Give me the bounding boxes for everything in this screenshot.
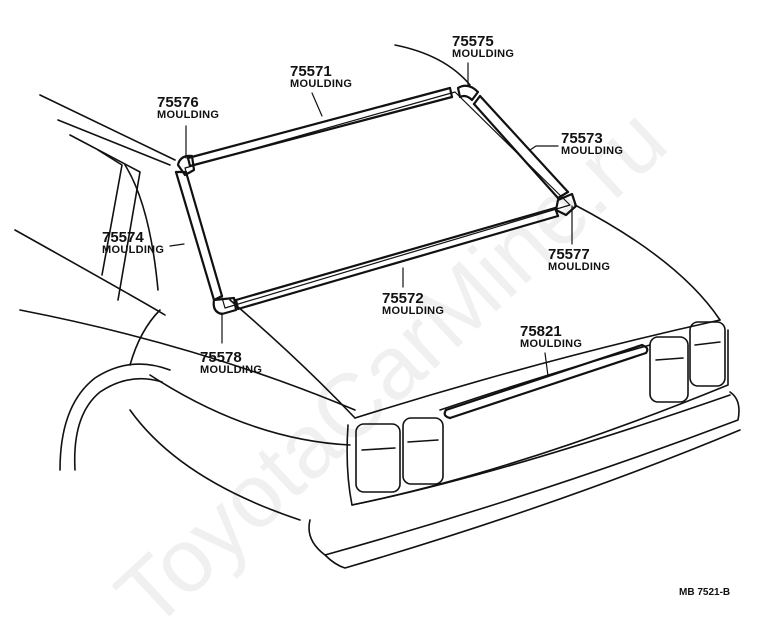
part-number: 75572 (382, 290, 424, 307)
rear-quarter (129, 309, 161, 366)
label-75578: 75578 MOULDING (200, 350, 262, 376)
c-pillar-inner (97, 149, 123, 276)
moulding-75577 (554, 192, 578, 217)
left-tail-lamp-inner (402, 417, 444, 485)
moulding-75575 (456, 84, 480, 102)
part-name: MOULDING (382, 305, 445, 317)
label-75576: 75576 MOULDING (157, 95, 219, 121)
part-number: 75576 (157, 94, 199, 111)
body-side-upper (19, 309, 356, 411)
label-75575: 75575 MOULDING (452, 34, 514, 60)
roof-line-3 (394, 44, 471, 86)
moulding-75578 (212, 296, 238, 316)
right-tail-lamp-inner (689, 321, 726, 387)
part-name: MOULDING (157, 109, 220, 121)
part-name: MOULDING (452, 48, 515, 60)
door-line (14, 229, 166, 316)
part-name: MOULDING (200, 364, 263, 376)
rear-window-glass (184, 91, 571, 309)
part-number: 75573 (561, 130, 603, 147)
part-number: 75577 (548, 246, 590, 263)
part-number: 75821 (520, 323, 562, 340)
part-name: MOULDING (548, 261, 611, 273)
part-name: MOULDING (561, 145, 624, 157)
lower-body (129, 409, 301, 521)
label-75577: 75577 MOULDING (548, 247, 610, 273)
moulding-75574 (174, 170, 224, 302)
moulding-75571 (186, 86, 454, 168)
drawing-code: MB 7521-B (679, 587, 731, 598)
bumper-lower (324, 429, 741, 569)
part-number: 75575 (452, 33, 494, 50)
bumper (308, 391, 740, 556)
part-name: MOULDING (102, 244, 165, 256)
pillar-edge (124, 164, 159, 291)
body-side-lower (149, 374, 351, 446)
part-name: MOULDING (520, 338, 583, 350)
part-number: 75574 (102, 229, 144, 246)
right-tail-lamp (649, 336, 689, 403)
c-pillar (69, 134, 141, 301)
fender-arch (59, 363, 171, 471)
rear-panel-bottom (351, 394, 731, 506)
moulding-75573 (472, 94, 570, 200)
roof-line (39, 94, 176, 161)
roof-line-2 (57, 119, 171, 166)
part-name: MOULDING (290, 78, 353, 90)
trunk-top (574, 204, 721, 321)
moulding-75572 (234, 206, 560, 311)
label-75571: 75571 MOULDING (290, 64, 352, 90)
part-number: 75571 (290, 63, 332, 80)
trunk-edge-left (229, 299, 356, 419)
label-75574: 75574 MOULDING (102, 230, 164, 256)
label-75821: 75821 MOULDING (520, 324, 582, 350)
moulding-75821 (443, 343, 649, 420)
label-75573: 75573 MOULDING (561, 131, 623, 157)
trunk-rear-edge (354, 319, 721, 419)
fender-arch-inner (73, 377, 163, 471)
left-tail-lamp (355, 423, 401, 493)
label-75572: 75572 MOULDING (382, 291, 444, 317)
leader-lines (169, 62, 573, 377)
part-number: 75578 (200, 349, 242, 366)
